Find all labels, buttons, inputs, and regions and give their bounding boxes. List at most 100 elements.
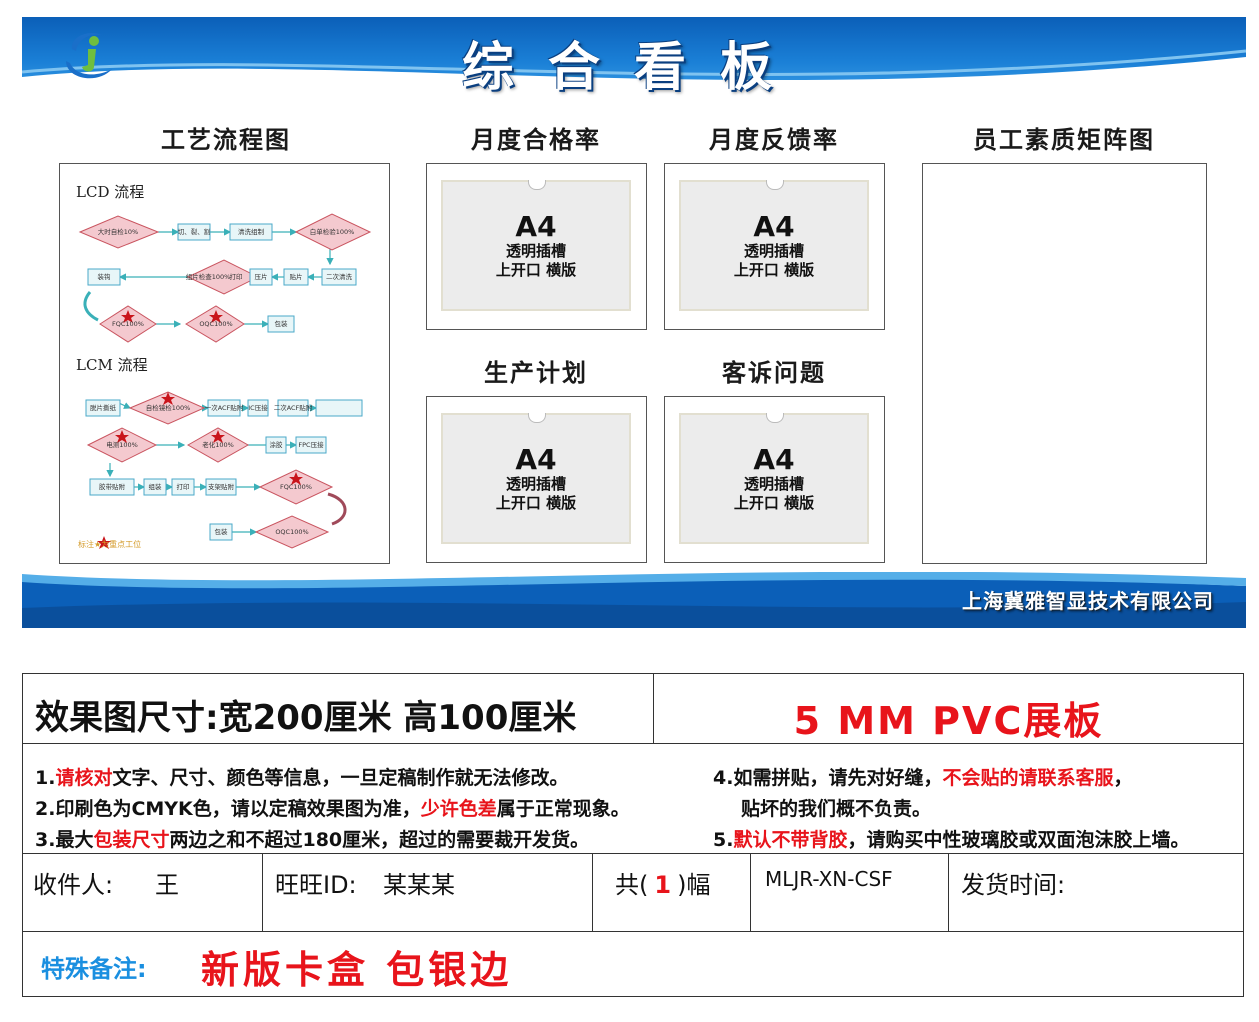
lcd-title: LCD 流程	[76, 183, 144, 201]
svg-text:装钩: 装钩	[98, 272, 112, 281]
svg-text:电测100%: 电测100%	[106, 440, 138, 449]
slot-line1: 透明插槽	[505, 475, 566, 493]
svg-text:OQC100%: OQC100%	[199, 320, 232, 328]
ship-time-cell: 发货时间:	[949, 853, 1243, 931]
count-cell: 共(1)幅	[593, 853, 751, 931]
remark-label: 特殊备注:	[41, 955, 147, 983]
flow-legend: 标注★为重点工位	[78, 539, 141, 549]
svg-text:老化100%: 老化100%	[202, 440, 234, 449]
recipient-cell: 收件人: 王	[23, 853, 263, 931]
svg-text:自检镜检100%: 自检镜检100%	[146, 403, 191, 412]
svg-text:组装: 组装	[149, 482, 163, 491]
code-cell: MLJR-XN-CSF	[751, 853, 949, 931]
spec-row-order: 收件人: 王 旺旺ID: 某某某 共(1)幅 MLJR-XN-CSF 发货时间:	[23, 853, 1243, 932]
footer-band	[22, 572, 1246, 628]
slot-line2: 上开口 横版	[495, 494, 577, 512]
matrix-frame	[922, 163, 1207, 564]
material-text: 5 MM PVC展板	[793, 699, 1104, 743]
complaints-frame: A4 透明插槽 上开口 横版	[664, 396, 885, 563]
a4-slot[interactable]: A4 透明插槽 上开口 横版	[679, 180, 869, 311]
note-4: 4.如需拼贴，请先对好缝，不会贴的请联系客服，	[713, 767, 1133, 789]
svg-text:二次清洗: 二次清洗	[326, 272, 353, 281]
feedback-rate-frame: A4 透明插槽 上开口 横版	[664, 163, 885, 330]
spec-sheet: 效果图尺寸:宽200厘米 高100厘米 5 MM PVC展板 1.请核对文字、尺…	[22, 673, 1244, 997]
svg-text:打印: 打印	[177, 482, 190, 491]
size-text: 效果图尺寸:宽200厘米 高100厘米	[35, 698, 577, 738]
svg-text:FQC100%: FQC100%	[280, 483, 312, 491]
section-title-matrix: 员工素质矩阵图	[973, 126, 1155, 154]
flow-return-arrow	[83, 291, 99, 322]
header-swoosh	[22, 49, 1246, 97]
slot-line2: 上开口 横版	[495, 261, 577, 279]
flow-return-arrow	[327, 492, 347, 526]
svg-text:贴片: 贴片	[290, 272, 303, 281]
company-name: 上海冀雅智显技术有限公司	[962, 589, 1214, 613]
svg-text:包装: 包装	[275, 319, 289, 328]
company-logo-icon	[66, 32, 112, 79]
slot-line1: 透明插槽	[743, 242, 804, 260]
svg-text:清洗组制: 清洗组制	[238, 227, 265, 236]
pass-rate-frame: A4 透明插槽 上开口 横版	[426, 163, 647, 330]
svg-text:OQC100%: OQC100%	[275, 528, 308, 536]
spec-row-notes: 1.请核对文字、尺寸、颜色等信息，一旦定稿制作就无法修改。 2.印刷色为CMYK…	[23, 743, 1243, 854]
slot-notch-icon	[528, 180, 546, 190]
wangwang-label: 旺旺ID:	[275, 871, 357, 899]
svg-text:脱片撕纸: 脱片撕纸	[90, 403, 117, 412]
slot-size: A4	[515, 443, 557, 476]
section-title-complaints: 客诉问题	[722, 359, 826, 387]
slot-notch-icon	[766, 180, 784, 190]
svg-text:支架贴附: 支架贴附	[208, 482, 235, 491]
svg-text:白单检验100%: 白单检验100%	[310, 227, 355, 236]
section-title-plan: 生产计划	[484, 359, 588, 387]
svg-text:一次ACF贴附: 一次ACF贴附	[205, 403, 244, 412]
board-title: 综合看板	[461, 38, 806, 98]
note-2: 2.印刷色为CMYK色，请以定稿效果图为准，少许色差属于正常现象。	[35, 798, 630, 820]
slot-line1: 透明插槽	[505, 242, 566, 260]
size-cell: 效果图尺寸:宽200厘米 高100厘米	[23, 674, 654, 743]
recipient-label: 收件人:	[33, 871, 114, 899]
a4-slot[interactable]: A4 透明插槽 上开口 横版	[441, 180, 631, 311]
note-4-cont: 贴坏的我们概不负责。	[741, 798, 932, 820]
board-header: 综合看板	[22, 17, 1246, 98]
plan-frame: A4 透明插槽 上开口 横版	[426, 396, 647, 563]
svg-text:大时自检10%: 大时自检10%	[98, 227, 138, 236]
count-text: 共(1)幅	[615, 871, 711, 899]
svg-text:胶带贴附: 胶带贴附	[99, 482, 126, 491]
section-title-process: 工艺流程图	[161, 126, 291, 154]
note-3: 3.最大包装尺寸两边之和不超过180厘米，超过的需要裁开发货。	[35, 829, 590, 851]
remark-value: 新版卡盒 包银边	[201, 948, 513, 992]
slot-size: A4	[753, 210, 795, 243]
svg-text:打印: 打印	[230, 272, 243, 281]
display-board: 综合看板 工艺流程图 月度合格率 月度反馈率 生产计划 客诉问题 员工素质矩阵图…	[22, 17, 1246, 628]
a4-slot[interactable]: A4 透明插槽 上开口 横版	[679, 413, 869, 544]
ship-time-label: 发货时间:	[961, 871, 1066, 899]
svg-text:包装: 包装	[215, 527, 229, 536]
svg-text:压片: 压片	[255, 272, 268, 281]
section-title-feedback-rate: 月度反馈率	[709, 126, 839, 154]
spec-row-remark: 特殊备注: 新版卡盒 包银边	[23, 931, 1243, 997]
slot-size: A4	[753, 443, 795, 476]
svg-text:二次ACF贴附: 二次ACF贴附	[274, 403, 313, 412]
slot-notch-icon	[528, 413, 546, 423]
wangwang-value: 某某某	[383, 871, 455, 899]
section-title-pass-rate: 月度合格率	[471, 126, 601, 154]
order-code: MLJR-XN-CSF	[765, 867, 893, 891]
slot-line2: 上开口 横版	[733, 261, 815, 279]
process-flow-frame: LCD 流程	[59, 163, 390, 564]
spec-row-size: 效果图尺寸:宽200厘米 高100厘米 5 MM PVC展板	[23, 674, 1243, 744]
wangwang-cell: 旺旺ID: 某某某	[263, 853, 593, 931]
note-1: 1.请核对文字、尺寸、颜色等信息，一旦定稿制作就无法修改。	[35, 767, 569, 789]
a4-slot[interactable]: A4 透明插槽 上开口 横版	[441, 413, 631, 544]
slot-line1: 透明插槽	[743, 475, 804, 493]
slot-size: A4	[515, 210, 557, 243]
svg-text:IC压接: IC压接	[248, 403, 268, 412]
recipient-value: 王	[155, 871, 179, 899]
slot-line2: 上开口 横版	[733, 494, 815, 512]
svg-text:FPC压接: FPC压接	[298, 440, 324, 449]
svg-text:涂胶: 涂胶	[270, 440, 284, 449]
svg-text:FQC100%: FQC100%	[112, 320, 144, 328]
svg-text:切、裂、割: 切、裂、割	[178, 227, 211, 236]
slot-notch-icon	[766, 413, 784, 423]
material-cell: 5 MM PVC展板	[654, 674, 1243, 743]
svg-text:组片检查100%: 组片检查100%	[186, 272, 231, 281]
